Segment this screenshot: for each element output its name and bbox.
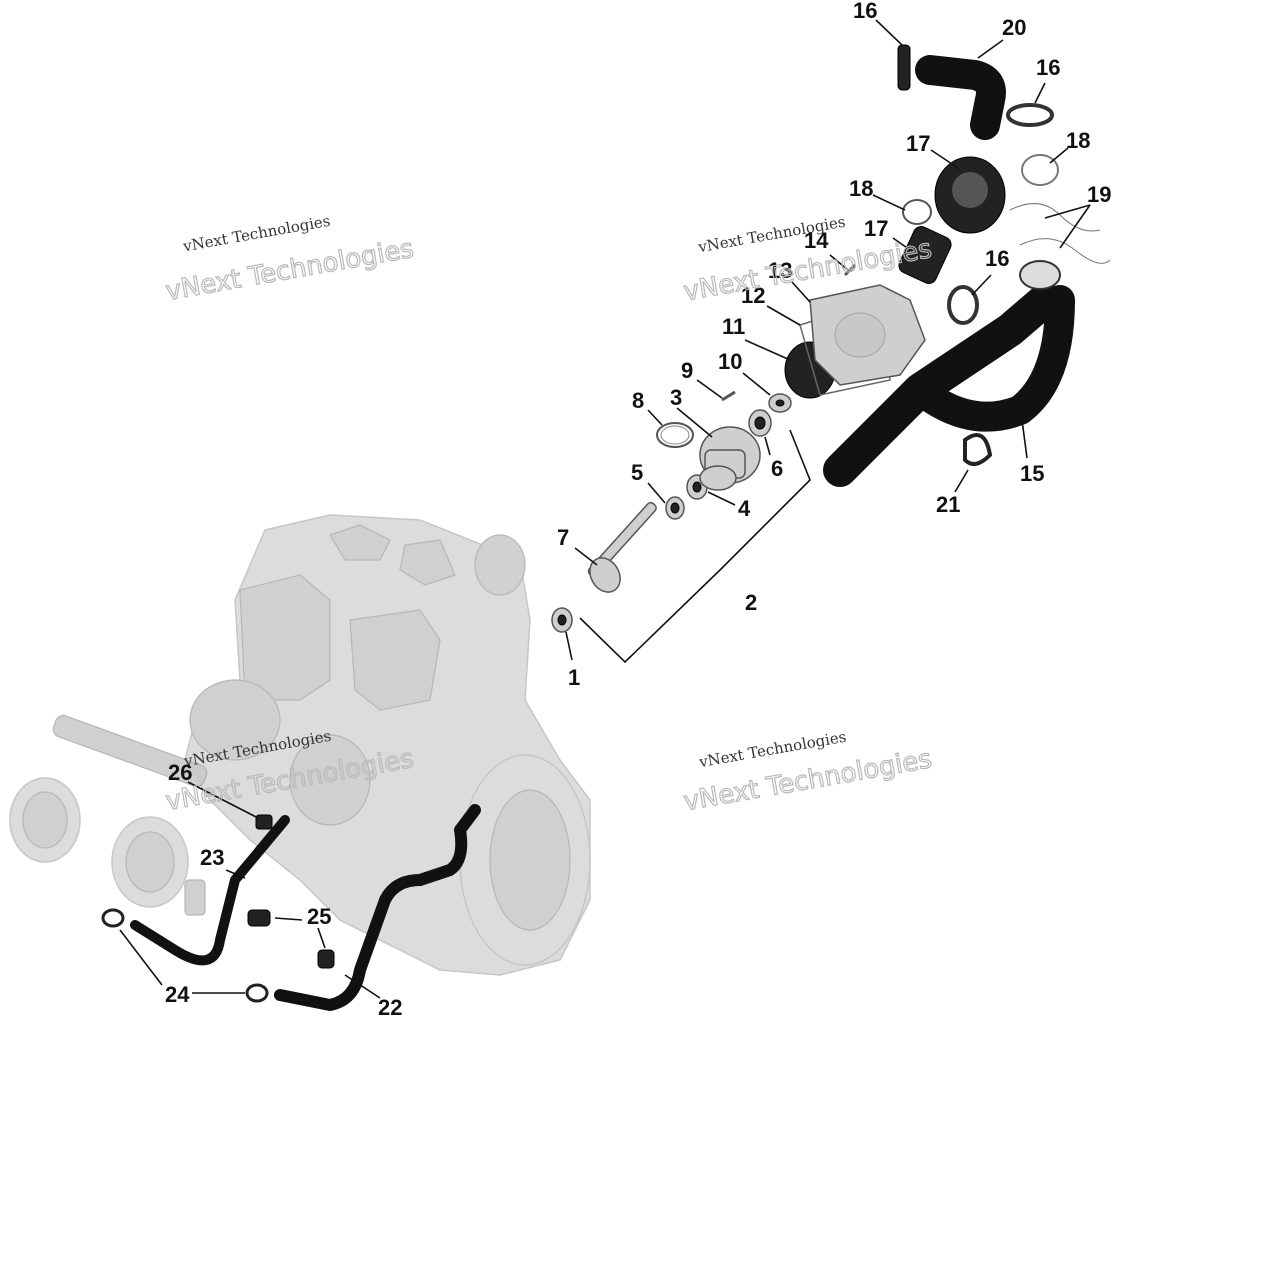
- leader-lines: [119, 19, 1091, 999]
- callout-4: 4: [738, 496, 751, 521]
- callout-21: 21: [936, 492, 960, 517]
- clamp-24a: [101, 908, 125, 928]
- callout-19: 19: [1087, 182, 1111, 207]
- callout-3: 3: [670, 385, 682, 410]
- callout-7: 7: [557, 525, 569, 550]
- callout-18a: 18: [849, 176, 873, 201]
- bearing-1: [551, 607, 573, 633]
- callout-16b: 16: [1036, 55, 1060, 80]
- hose-22: [274, 804, 481, 1011]
- callout-17a: 17: [906, 131, 930, 156]
- elbow-hose-20: [915, 55, 1006, 140]
- callout-11: 11: [722, 314, 745, 339]
- callout-12: 12: [741, 283, 765, 308]
- watermark-text: vNext Technologies: [181, 212, 332, 256]
- plug-25a: [247, 909, 271, 927]
- seal-5: [665, 496, 685, 520]
- callout-16c: 16: [985, 246, 1009, 271]
- seal-6: [748, 409, 772, 437]
- o-ring-8: [656, 422, 694, 448]
- screw-9: [721, 390, 736, 402]
- callout-17b: 17: [864, 216, 888, 241]
- clamp-16c: [947, 285, 979, 325]
- pump-cover-13: [809, 284, 926, 386]
- callout-1: 1: [568, 665, 580, 690]
- callout-labels: 1 2 3 4 5 6 7 8 9 10 11 12 13 14 15 16 1…: [165, 0, 1111, 1020]
- thermostat-17b: [898, 226, 952, 284]
- coolant-hose-15: [823, 260, 1075, 487]
- callout-13: 13: [768, 258, 792, 283]
- cap-26: [255, 814, 273, 830]
- callout-18b: 18: [1066, 128, 1090, 153]
- clamp-24b: [245, 983, 269, 1003]
- callout-10: 10: [718, 349, 742, 374]
- thermostat-housing-17a: [934, 156, 1006, 234]
- clamp-16a: [897, 44, 911, 91]
- callout-22: 22: [378, 995, 402, 1020]
- watermark-top-right: vNext Technologies vNext Technologies: [681, 213, 935, 308]
- callout-2: 2: [745, 590, 757, 615]
- callout-24: 24: [165, 982, 190, 1007]
- pump-shaft-7: [587, 501, 657, 593]
- engine-block-ghost: [184, 514, 591, 976]
- callout-26: 26: [168, 760, 192, 785]
- callout-15: 15: [1020, 461, 1044, 486]
- wire-19: [1009, 203, 1111, 264]
- screw-14: [843, 263, 857, 277]
- throttle-body-ghost: [9, 714, 208, 916]
- callout-6: 6: [771, 456, 783, 481]
- callout-5: 5: [631, 460, 643, 485]
- clamp-16b: [1006, 103, 1054, 127]
- ring-18b: [1021, 154, 1059, 186]
- hose-23: [130, 815, 290, 966]
- ring-18a: [902, 199, 932, 225]
- callout-9: 9: [681, 358, 693, 383]
- washer-10: [768, 393, 792, 413]
- callout-8: 8: [632, 388, 644, 413]
- callout-14: 14: [804, 228, 829, 253]
- watermark-top-left: vNext Technologies vNext Technologies: [163, 212, 417, 308]
- watermark-mid-right: vNext Technologies vNext Technologies: [681, 728, 935, 818]
- callout-25: 25: [307, 904, 331, 929]
- callout-16a: 16: [853, 0, 877, 23]
- plug-25b: [317, 949, 335, 969]
- callout-23: 23: [200, 845, 224, 870]
- clamp-21: [963, 433, 993, 466]
- callout-20: 20: [1002, 15, 1026, 40]
- pump-housing-3: [699, 426, 761, 491]
